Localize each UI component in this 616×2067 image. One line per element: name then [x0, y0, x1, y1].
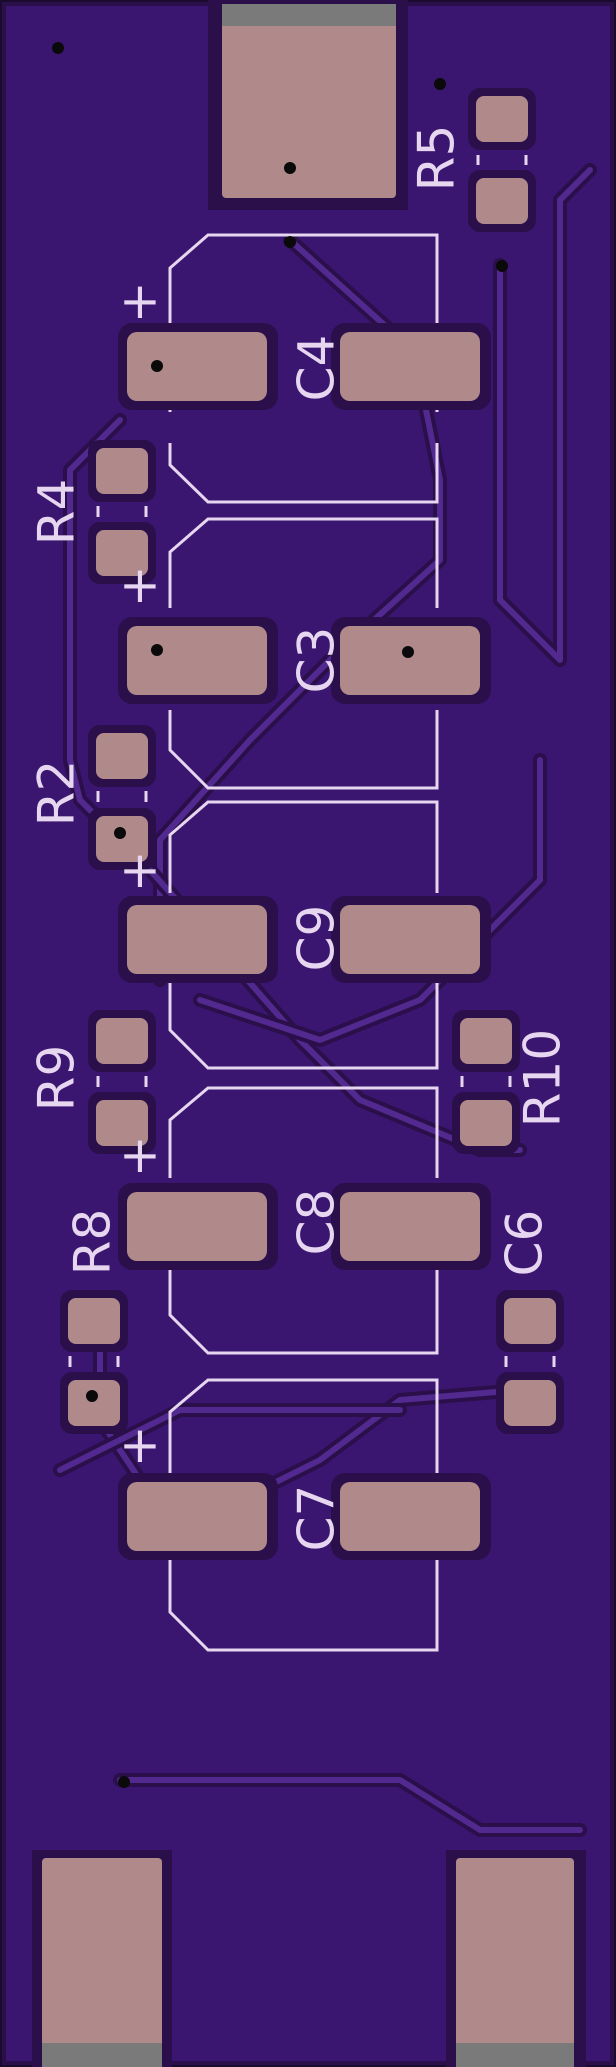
r8-pad-2 — [68, 1380, 120, 1426]
cap-c8-outline — [168, 1086, 439, 1355]
cap-c4-outline — [168, 233, 439, 504]
c7-pad-2 — [340, 1482, 480, 1551]
label-r8: R8 — [64, 1209, 122, 1276]
r4-pad-1 — [96, 448, 148, 494]
cap-c9-outline — [168, 800, 439, 1070]
c8-plus-mark: + — [119, 1126, 161, 1184]
bottom-left-connector-pad — [42, 1858, 162, 2067]
top-connector-pad — [222, 8, 396, 198]
c3-plus-mark: + — [119, 556, 161, 614]
top-edge-contact — [222, 4, 396, 26]
c9-pad-2 — [340, 905, 480, 974]
bottom-right-connector-pad — [456, 1858, 574, 2067]
r5-pad-1 — [476, 96, 528, 142]
r4-pad-2 — [96, 530, 148, 576]
c6-pad-2 — [504, 1380, 556, 1426]
label-r5: R5 — [408, 125, 466, 192]
label-c4: C4 — [288, 335, 346, 402]
r9-pad-2 — [96, 1100, 148, 1146]
bottom-left-edge-contact — [42, 2043, 162, 2067]
c3-pad-2 — [340, 626, 480, 695]
label-r9: R9 — [28, 1045, 86, 1112]
c6-pad-1 — [504, 1298, 556, 1344]
c3-pad-1 — [127, 626, 267, 695]
c4-pad-1 — [127, 332, 267, 401]
c7-plus-mark: + — [119, 1416, 161, 1474]
c4-pad-2 — [340, 332, 480, 401]
r10-pad-1 — [460, 1018, 512, 1064]
cap-pads — [118, 323, 491, 1560]
label-r4: R4 — [28, 479, 86, 546]
label-c7: C7 — [288, 1485, 346, 1552]
label-c8: C8 — [288, 1189, 346, 1256]
c7-pad-1 — [127, 1482, 267, 1551]
vias — [52, 42, 508, 1788]
label-c3: C3 — [288, 627, 346, 694]
label-r10: R10 — [514, 1029, 572, 1127]
r2-pad-2 — [96, 816, 148, 862]
c4-plus-mark: + — [119, 272, 161, 330]
label-c9: C9 — [288, 905, 346, 972]
c9-pad-1 — [127, 905, 267, 974]
cap-c3-outline — [168, 517, 439, 790]
r2-pad-1 — [96, 733, 148, 779]
r5-pad-2 — [476, 178, 528, 224]
label-r2: R2 — [28, 760, 86, 827]
c8-pad-1 — [127, 1192, 267, 1261]
c9-plus-mark: + — [119, 841, 161, 899]
resistor-pads — [60, 88, 564, 1434]
cap-c7-outline — [168, 1378, 439, 1652]
r10-pad-2 — [460, 1100, 512, 1146]
bottom-right-edge-contact — [456, 2043, 574, 2067]
label-c6: C6 — [496, 1210, 554, 1277]
r9-pad-1 — [96, 1018, 148, 1064]
r8-pad-1 — [68, 1298, 120, 1344]
c8-pad-2 — [340, 1192, 480, 1261]
